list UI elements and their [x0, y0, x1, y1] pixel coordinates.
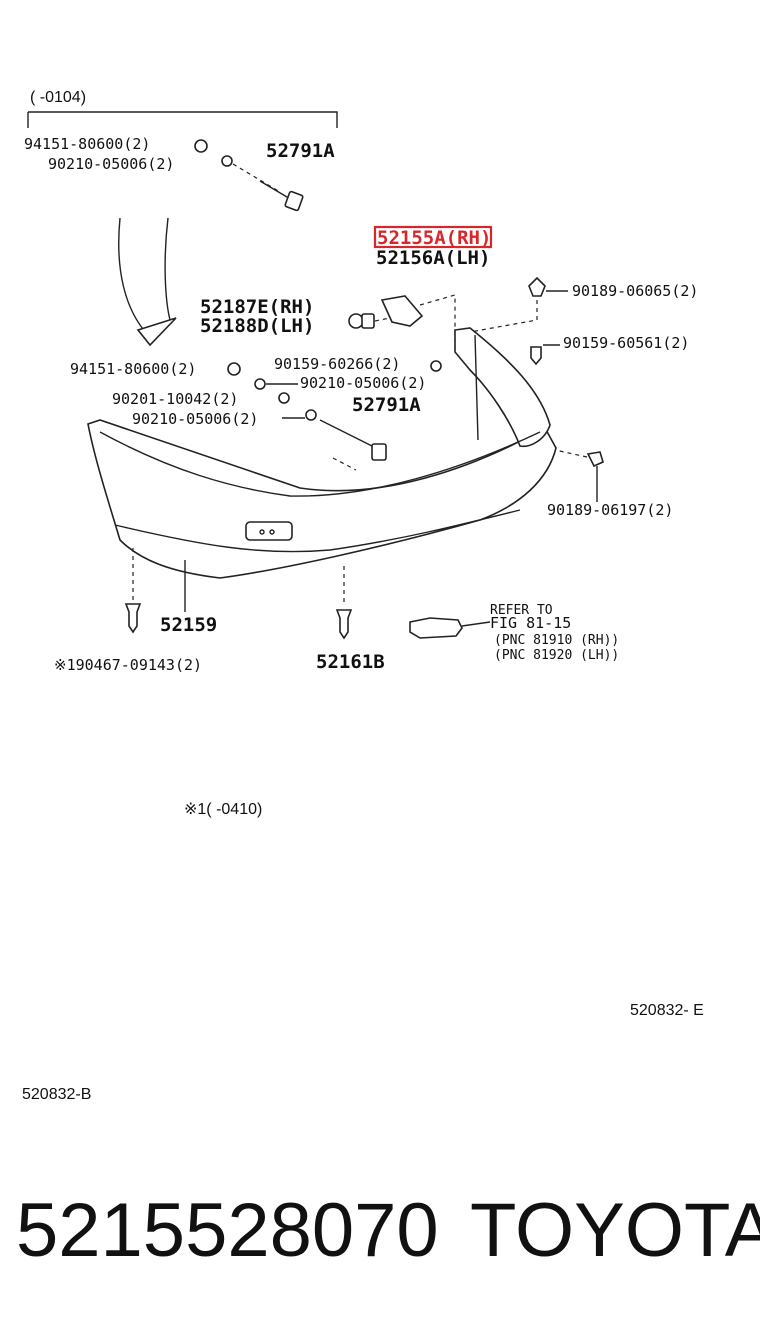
diagram-code-b: 520832-B: [22, 1086, 91, 1103]
label-90210-05006-low: 90210-05006(2): [132, 410, 258, 428]
clip-icon-90467: [124, 603, 142, 634]
label-90467-09143: ※190467-09143(2): [54, 656, 202, 674]
clip-icon-52161B: [335, 609, 353, 640]
bolt-head-icon: [284, 190, 304, 212]
label-52155A-RH: 52155A(RH): [377, 227, 491, 249]
footer-part-number: 5215528070: [16, 1188, 439, 1273]
bumper-side-panel: [454, 327, 551, 448]
arrow-curve: [118, 217, 149, 336]
label-52159: 52159: [160, 614, 217, 636]
label-90210-05006-mid: 90210-05006(2): [300, 374, 426, 392]
retainer-bracket-icon: [380, 295, 424, 327]
reflector-slot: [245, 521, 293, 541]
diagram-code-e: 520832- E: [630, 1002, 704, 1019]
label-52187E-RH: 52187E(RH): [200, 296, 314, 318]
arrow-head-icon: [136, 317, 177, 347]
label-90189-06197: 90189-06197(2): [547, 501, 673, 519]
label-52791A-mid: 52791A: [352, 394, 421, 416]
label-90189-06065: 90189-06065(2): [572, 282, 698, 300]
bolt-shaft: [259, 180, 293, 201]
refer-fig-label: FIG 81-15: [490, 614, 571, 632]
refer-pnc-lh: (PNC 81920 (LH)): [494, 648, 619, 663]
refer-pnc-rh: (PNC 81910 (RH)): [494, 633, 619, 648]
label-90159-60266: 90159-60266(2): [274, 355, 400, 373]
header-bracket: [28, 111, 338, 128]
washer-icon: [221, 155, 233, 167]
fastener-icon-52187E: [348, 313, 364, 329]
clip-icon-90189-06065: [528, 276, 546, 297]
label-52161B: 52161B: [316, 651, 385, 673]
label-94151-80600-top: 94151-80600(2): [24, 135, 150, 153]
header-range-label: ( -0104): [30, 89, 86, 106]
label-94151-80600-mid: 94151-80600(2): [70, 360, 196, 378]
label-90159-60561: 90159-60561(2): [563, 334, 689, 352]
screw-icon-90159-60561: [530, 346, 542, 366]
label-52156A-LH: 52156A(LH): [376, 247, 490, 269]
refer-to-label: REFER TO: [490, 603, 553, 618]
clip-icon-90189-06197: [586, 451, 604, 468]
label-90210-05006-top: 90210-05006(2): [48, 155, 174, 173]
bumper-cover-52159: [87, 419, 557, 579]
footnote-label: ※1( -0410): [184, 801, 262, 818]
reflector-icon: [409, 617, 463, 639]
footer-brand: TOYOTA: [470, 1188, 760, 1273]
bolt-shaft-mid: [319, 419, 377, 449]
label-52791A-top: 52791A: [266, 140, 335, 162]
label-52188D-LH: 52188D(LH): [200, 315, 314, 337]
highlight-box: [373, 225, 493, 249]
label-90201-10042: 90201-10042(2): [112, 390, 238, 408]
nut-icon: [194, 139, 208, 153]
